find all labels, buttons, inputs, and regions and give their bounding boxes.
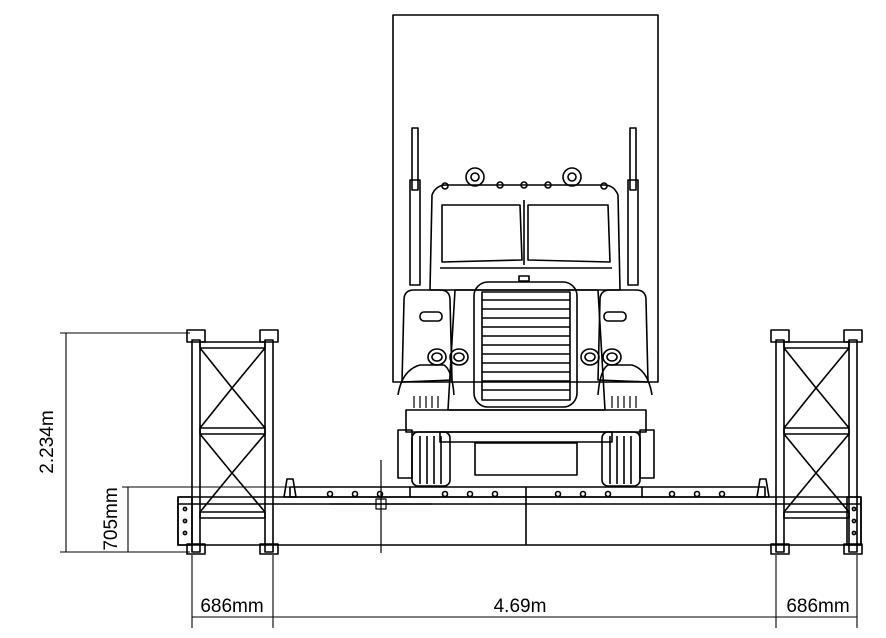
truck [392, 14, 659, 487]
bridge-deck [177, 478, 862, 546]
truck-bumper [405, 409, 647, 433]
exhaust-stacks [409, 127, 639, 286]
truck-cab [429, 167, 621, 291]
truck-hood [447, 289, 606, 411]
dim-left-truss-width: 686mm [200, 596, 263, 617]
truck-wheels [397, 429, 655, 487]
truck-headlights [427, 348, 622, 366]
windshield-left [441, 204, 523, 263]
windshield-right [527, 204, 611, 263]
dim-deck-depth: 705mm [101, 487, 122, 550]
truck-grille [473, 281, 578, 408]
left-truss-panel [186, 329, 279, 555]
dimension-lines [60, 332, 858, 628]
dim-roadway-width: 4.69m [494, 596, 547, 617]
fender-hatch [413, 396, 637, 408]
dim-truss-height: 2.234m [37, 410, 58, 473]
cad-crosshair [330, 460, 432, 553]
dim-right-truss-width: 686mm [786, 596, 849, 617]
right-truss-panel [770, 329, 863, 555]
truck-fenders [397, 289, 653, 396]
truck-cargo-box [392, 14, 659, 383]
